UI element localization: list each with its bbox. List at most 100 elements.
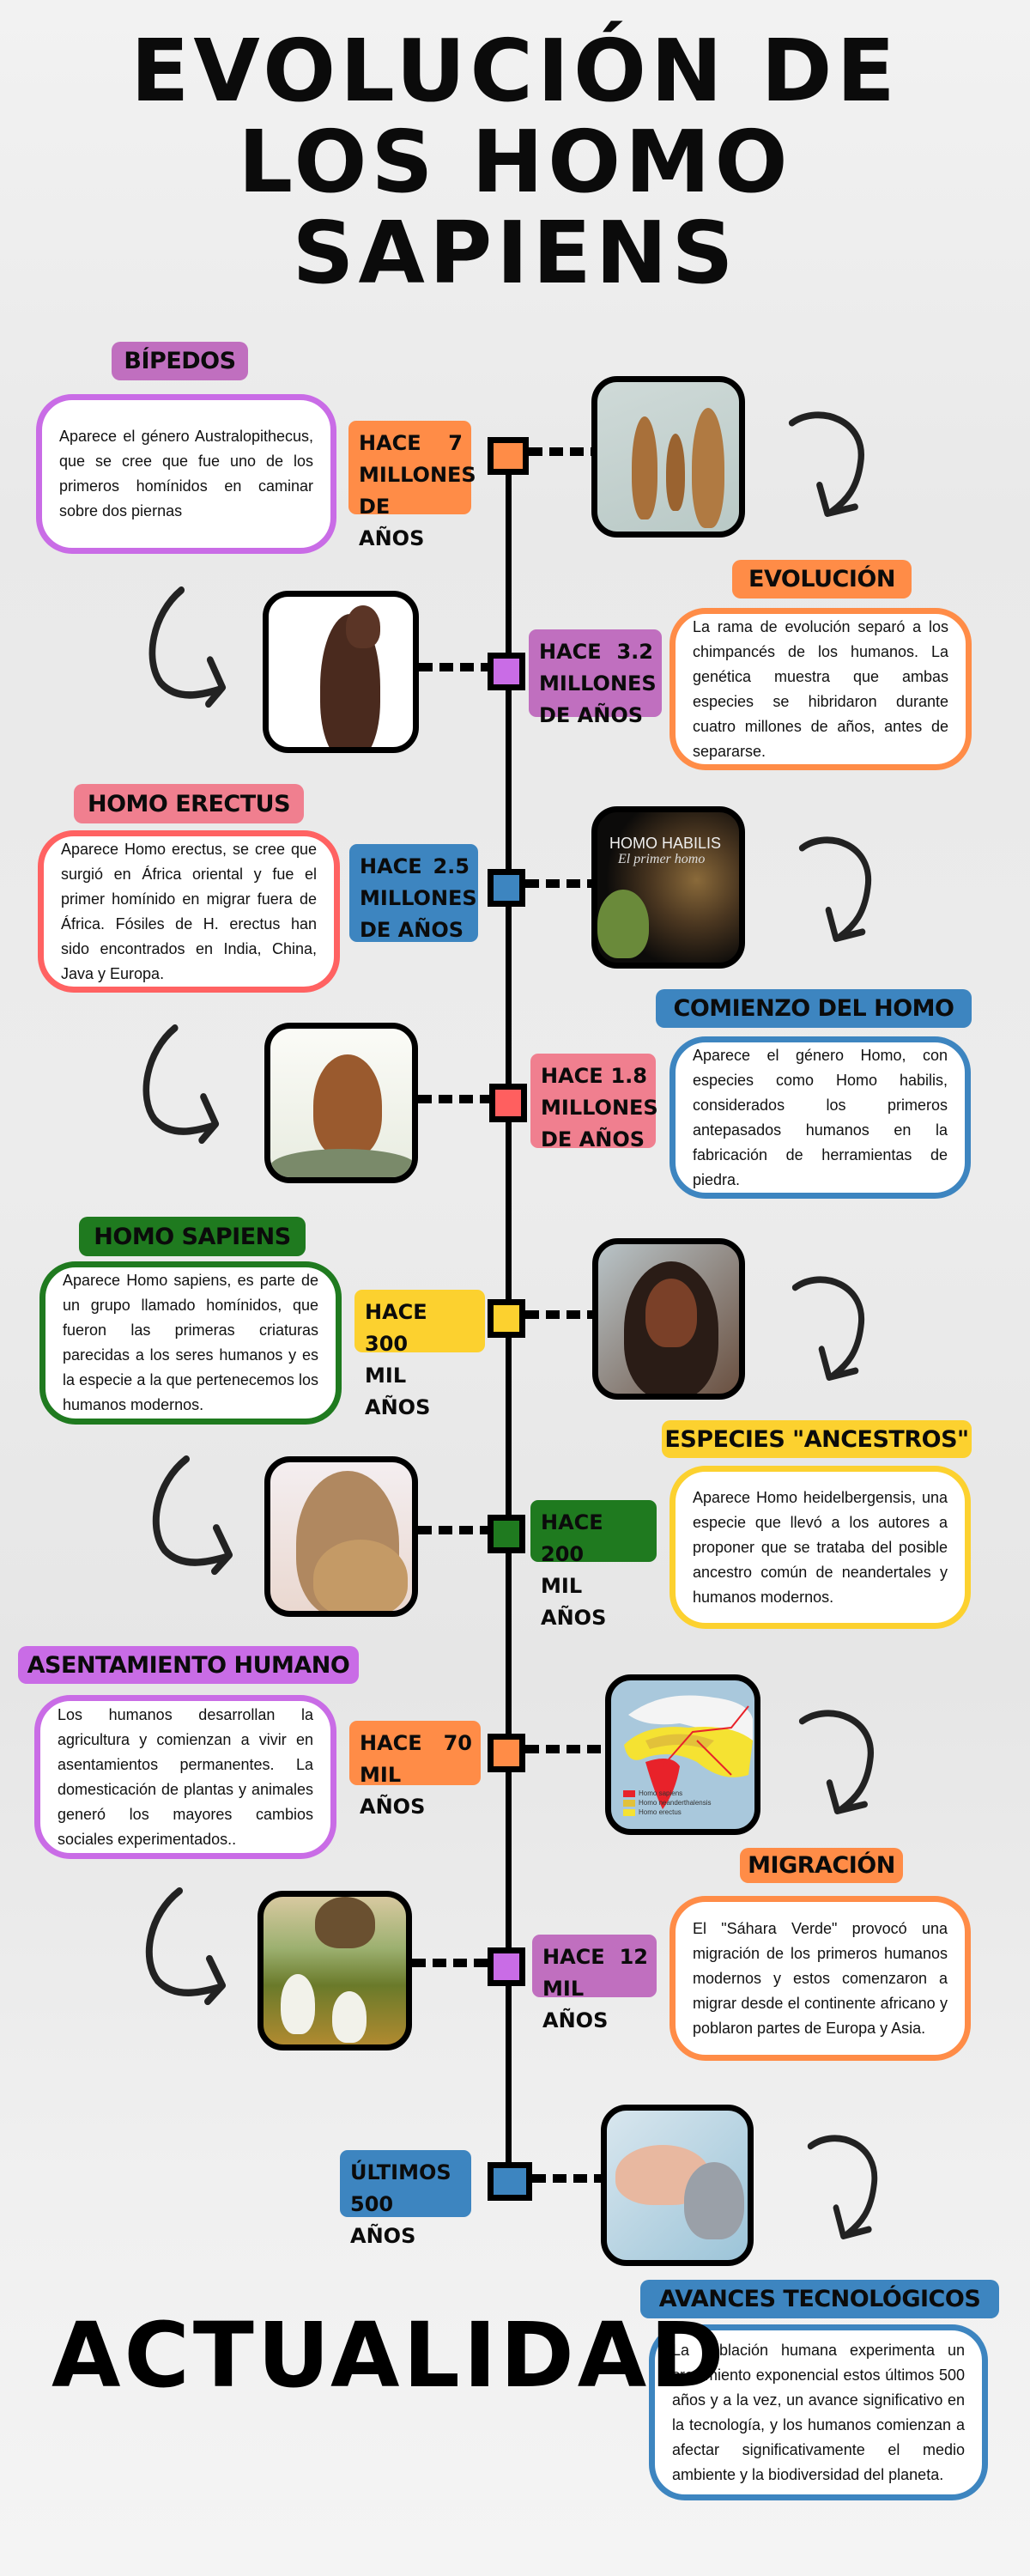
- figure-shape: [597, 890, 649, 958]
- description-text: Aparece Homo sapiens, es parte de un gru…: [63, 1272, 318, 1413]
- date-line: DE AÑOS: [360, 918, 464, 942]
- crouching-hominid-image: [264, 1023, 418, 1183]
- legend-item: Homo erectus: [623, 1807, 712, 1817]
- legend-swatch: [623, 1799, 635, 1807]
- figure-shape: [332, 1991, 367, 2043]
- figure-shape: [313, 1540, 408, 1611]
- date-line: HACE 70: [360, 1731, 472, 1755]
- legend-item: Homo neanderthalensis: [623, 1798, 712, 1807]
- dashed-connector: [525, 1745, 605, 1753]
- description-box: El "Sáhara Verde" provocó una migración …: [670, 1896, 971, 2061]
- timeline-marker: [488, 1515, 525, 1553]
- date-line: MIL AÑOS: [360, 1763, 426, 1819]
- page-title: EVOLUCIÓN DE LOS HOMO SAPIENS: [0, 26, 1030, 299]
- dashed-connector: [418, 1526, 488, 1534]
- description-box: Aparece Homo heidelbergensis, una especi…: [670, 1466, 971, 1629]
- figure-shape: [313, 1054, 382, 1157]
- legend-label: Homo sapiens: [639, 1789, 683, 1797]
- description-text: Aparece Homo heidelbergensis, una especi…: [693, 1488, 948, 1606]
- date-line: HACE 2.5: [360, 854, 470, 878]
- topic-label: HOMO ERECTUS: [74, 784, 304, 823]
- topic-label: ESPECIES "ANCESTROS": [662, 1420, 972, 1458]
- title-line: LOS HOMO: [238, 112, 792, 212]
- bearded-early-human-image: [592, 1238, 745, 1400]
- date-line: MIL AÑOS: [365, 1364, 431, 1419]
- date-label: HACE 12 MIL AÑOS: [532, 1935, 657, 2032]
- date-line: MILLONES: [359, 463, 476, 487]
- title-line: EVOLUCIÓN DE: [130, 21, 900, 121]
- curved-arrow-right-icon: [144, 586, 227, 708]
- description-text: Aparece el género Australopithecus, que …: [59, 428, 313, 519]
- curved-arrow-down-icon: [798, 1706, 876, 1814]
- date-line: ÚLTIMOS: [350, 2160, 451, 2184]
- timeline-marker: [488, 653, 525, 690]
- image-caption-title: HOMO HABILIS: [609, 835, 722, 852]
- date-line: HACE 300: [365, 1300, 427, 1356]
- legend-label: Homo erectus: [639, 1808, 682, 1816]
- hominid-profile-image: [263, 591, 419, 753]
- world-map-graphic: [624, 1695, 753, 1809]
- date-line: DE AÑOS: [359, 495, 425, 550]
- dashed-connector: [525, 879, 591, 888]
- curved-arrow-right-icon: [148, 1455, 233, 1576]
- agriculture-settlement-image: [258, 1891, 412, 2050]
- topic-label: EVOLUCIÓN: [732, 560, 912, 598]
- australopithecus-group-image: [591, 376, 745, 538]
- date-line: HACE 7: [359, 431, 463, 455]
- date-line: MIL AÑOS: [541, 1574, 607, 1630]
- date-line: MILLONES: [541, 1096, 658, 1120]
- dashed-connector: [418, 1095, 489, 1103]
- figure-shape: [281, 1974, 315, 2034]
- date-line: DE AÑOS: [541, 1127, 645, 1151]
- curved-arrow-down-icon: [791, 1273, 867, 1381]
- dashed-connector: [419, 663, 488, 671]
- description-box: La población humana experimenta un creci…: [649, 2324, 988, 2500]
- dashed-connector: [412, 1959, 488, 1967]
- curved-arrow-right-icon: [138, 1024, 220, 1145]
- description-box: Aparece Homo sapiens, es parte de un gru…: [39, 1261, 342, 1425]
- curved-arrow-down-icon: [807, 2131, 880, 2239]
- curved-arrow-right-icon: [141, 1887, 227, 2006]
- date-line: MIL AÑOS: [542, 1977, 609, 2032]
- description-box: Aparece el género Australopithecus, que …: [36, 394, 336, 554]
- figure-shape: [645, 1279, 697, 1347]
- date-label: HACE 70 MIL AÑOS: [349, 1721, 481, 1819]
- legend-item: Homo sapiens: [623, 1789, 712, 1798]
- timeline-marker: [488, 1947, 525, 1986]
- topic-label: HOMO SAPIENS: [79, 1217, 306, 1256]
- dashed-connector: [532, 2174, 601, 2183]
- timeline-marker: [488, 1299, 525, 1338]
- description-box: Los humanos desarrollan la agricultura y…: [34, 1695, 336, 1859]
- dashed-connector: [525, 1310, 592, 1319]
- legend-swatch: [623, 1789, 635, 1797]
- timeline-marker: [488, 869, 525, 907]
- topic-label: BÍPEDOS: [112, 342, 248, 380]
- figure-shape: [315, 1897, 375, 1948]
- date-line: HACE 200: [541, 1510, 603, 1566]
- date-line: MILLONES: [360, 886, 477, 910]
- dashed-connector: [529, 447, 591, 456]
- date-line: MILLONES: [539, 671, 657, 696]
- description-box: Aparece el género Homo, con especies com…: [670, 1036, 971, 1199]
- title-line: SAPIENS: [292, 203, 738, 303]
- date-line: HACE 12: [542, 1945, 648, 1969]
- description-text: Aparece Homo erectus, se cree que surgió…: [61, 840, 317, 982]
- topic-label: MIGRACIÓN: [740, 1848, 903, 1883]
- topic-label: AVANCES TECNOLÓGICOS: [640, 2280, 999, 2318]
- date-label: HACE 7 MILLONES DE AÑOS: [348, 421, 476, 550]
- heidelbergensis-image: [264, 1456, 418, 1617]
- figure-shape: [270, 1149, 412, 1177]
- description-text: La rama de evolución separó a los chimpa…: [693, 617, 948, 760]
- curved-arrow-down-icon: [798, 833, 874, 942]
- figure-shape: [684, 2162, 744, 2239]
- description-box: Aparece Homo erectus, se cree que surgió…: [38, 830, 340, 993]
- timeline-marker: [488, 437, 529, 475]
